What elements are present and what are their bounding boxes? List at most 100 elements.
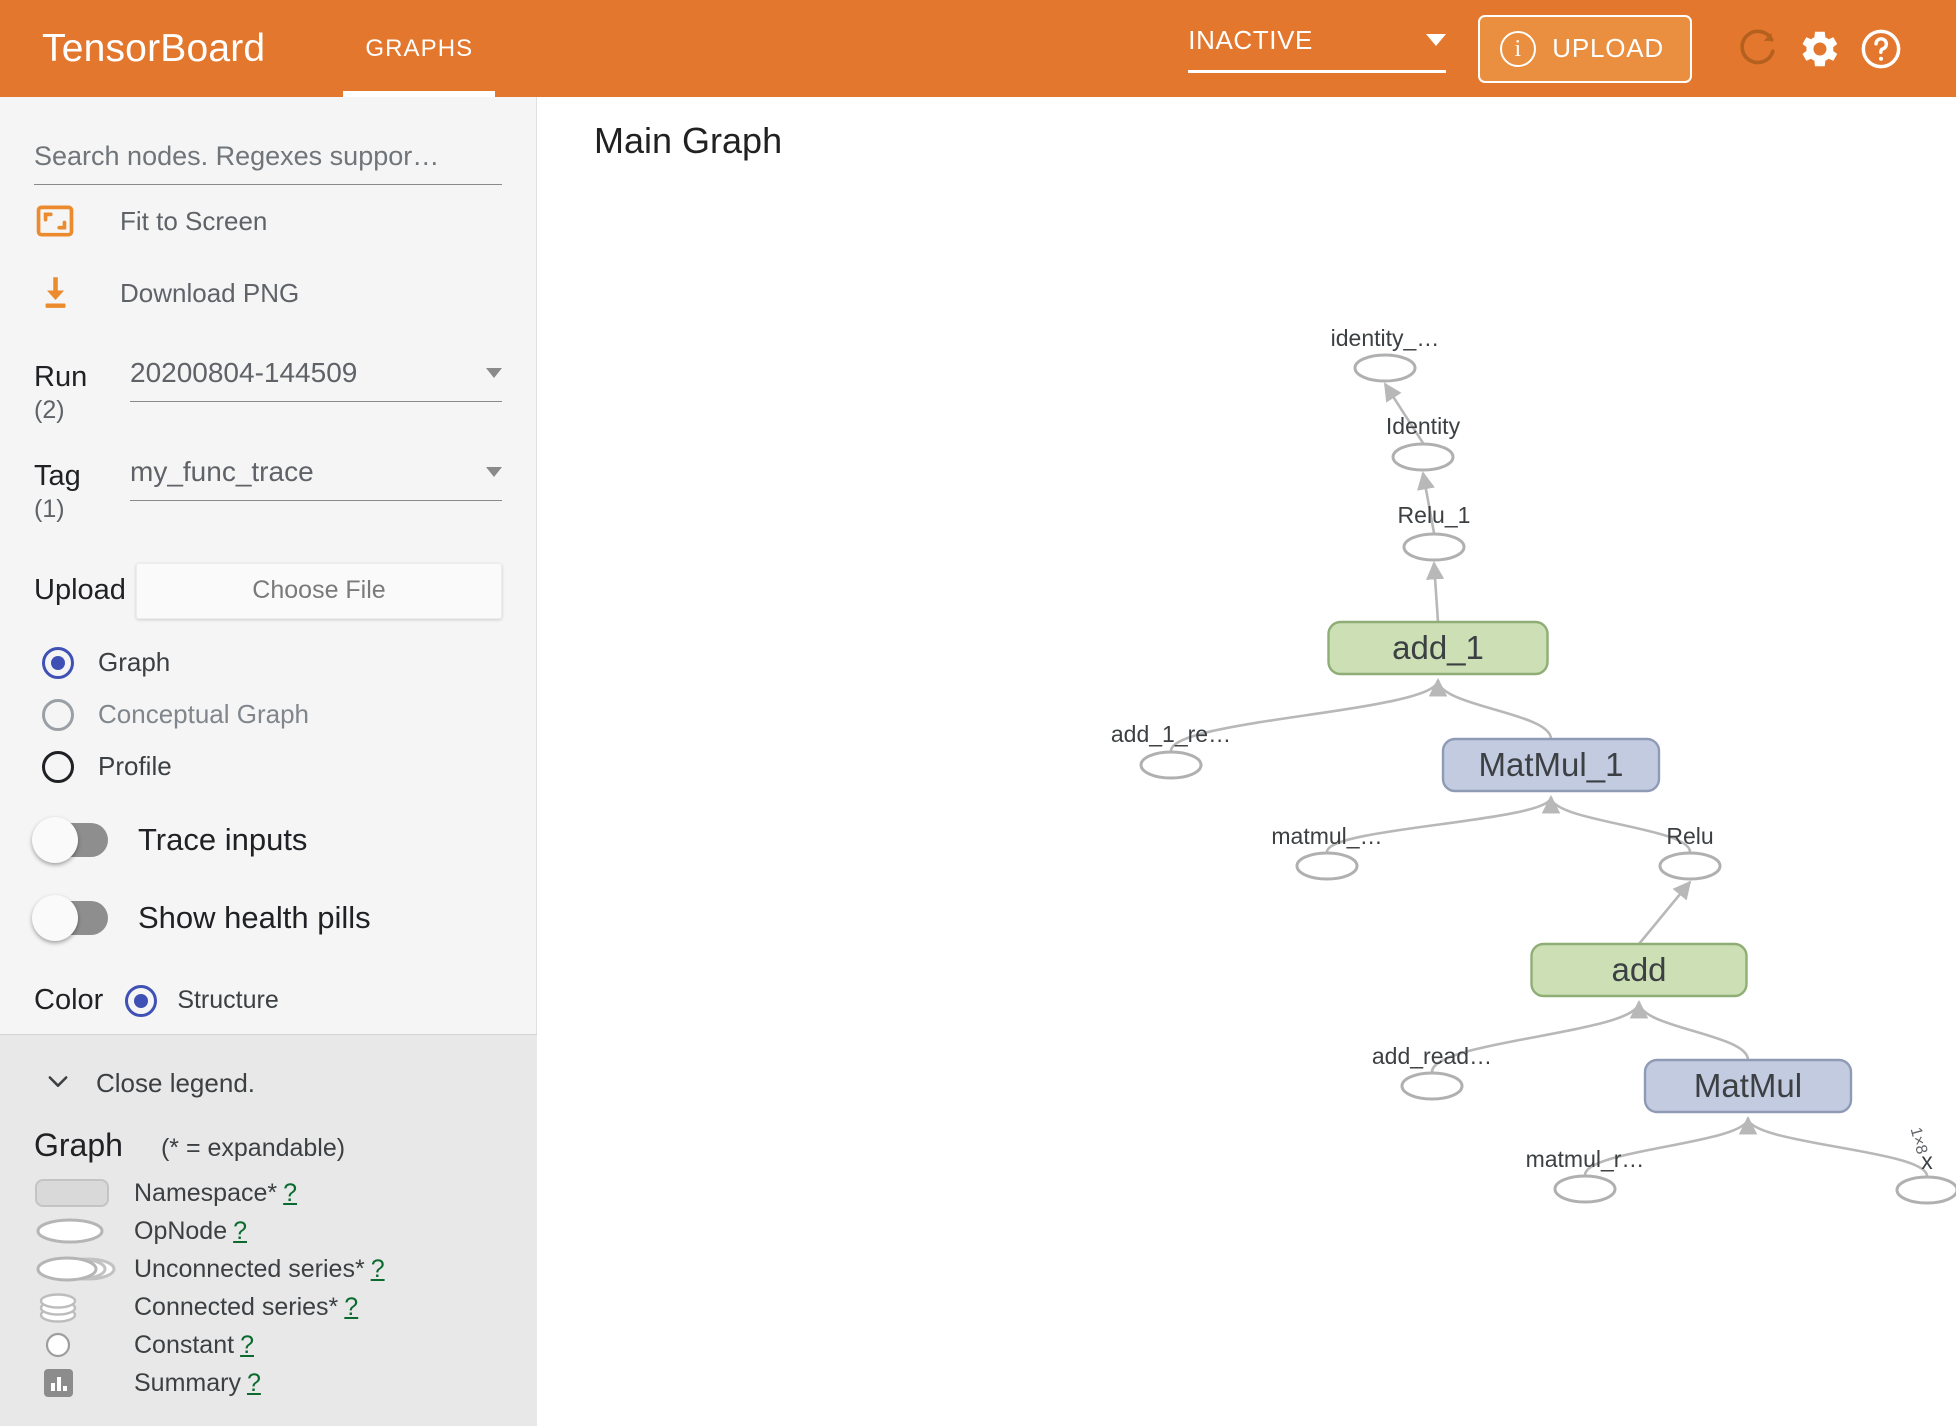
run-status-dropdown[interactable]: INACTIVE — [1188, 24, 1447, 73]
upload-button-label: UPLOAD — [1552, 33, 1664, 63]
graph-edges — [1169, 382, 1929, 1177]
download-png-button[interactable]: Download PNG — [34, 257, 536, 329]
graph-edge — [1430, 1000, 1648, 1073]
svg-text:MatMul: MatMul — [1694, 1067, 1802, 1104]
refresh-icon[interactable] — [1726, 18, 1788, 80]
app-brand: TensorBoard — [42, 26, 266, 70]
summary-shape-icon — [34, 1367, 126, 1399]
connected-series-shape-icon — [34, 1290, 126, 1324]
graph-node-matmul_readvariableop: matmul_… — [1271, 823, 1383, 881]
radio-profile[interactable]: Profile — [42, 741, 536, 793]
graph-edge — [1541, 795, 1692, 853]
legend-item-label: Namespace* — [134, 1178, 278, 1207]
graph-node-MatMul_1: MatMul_1 — [1441, 737, 1661, 793]
chevron-down-icon — [486, 466, 502, 477]
help-icon[interactable] — [1850, 18, 1912, 80]
radio-conceptual-graph[interactable]: Conceptual Graph — [42, 689, 536, 741]
toggle-show-health-pills[interactable]: Show health pills — [32, 879, 536, 957]
graph-edge — [1169, 678, 1447, 752]
download-png-label: Download PNG — [120, 277, 300, 308]
help-link[interactable]: ? — [246, 1368, 261, 1397]
tag-label: Tag — [34, 459, 81, 492]
gear-icon[interactable] — [1788, 18, 1850, 80]
legend-item-connected-series: Connected series*? — [34, 1288, 537, 1326]
graph-type-radio-group: Graph Conceptual Graph Profile — [0, 637, 536, 793]
graph-edge — [1629, 1000, 1750, 1061]
toggle-trace-inputs-label: Trace inputs — [138, 821, 308, 857]
radio-profile-label: Profile — [98, 751, 172, 781]
radio-icon — [42, 646, 74, 679]
svg-text:add_read…: add_read… — [1372, 1043, 1492, 1069]
app-header: TensorBoard GRAPHS INACTIVE i UPLOAD — [0, 0, 1956, 97]
legend-item-unconnected-series: Unconnected series*? — [34, 1250, 537, 1288]
radio-graph[interactable]: Graph — [42, 637, 536, 689]
opnode-shape-icon — [34, 1216, 126, 1246]
svg-text:Identity: Identity — [1386, 413, 1461, 439]
graph-node-add_1_readvariableop: add_1_re… — [1111, 721, 1231, 780]
graph-node-add_1: add_1 — [1327, 620, 1549, 676]
graph-edge — [1383, 382, 1425, 444]
legend-expandable-note: (* = expandable) — [160, 1134, 346, 1162]
help-link[interactable]: ? — [233, 1216, 248, 1245]
legend-item-label: Connected series* — [134, 1292, 339, 1321]
close-legend-button[interactable]: Close legend. — [44, 1057, 537, 1109]
upload-label: Upload — [34, 574, 126, 606]
search-field-wrapper — [34, 141, 502, 185]
fit-to-screen-icon — [34, 200, 92, 242]
svg-text:matmul_…: matmul_… — [1271, 823, 1382, 849]
constant-shape-icon — [34, 1330, 126, 1360]
toggle-trace-inputs[interactable]: Trace inputs — [32, 801, 536, 879]
upload-button[interactable]: i UPLOAD — [1478, 14, 1692, 83]
graph-edge — [1428, 678, 1553, 740]
choose-file-button[interactable]: Choose File — [136, 562, 502, 619]
toggle-switch-icon — [32, 894, 108, 941]
help-link[interactable]: ? — [283, 1178, 298, 1207]
fit-to-screen-label: Fit to Screen — [120, 205, 268, 236]
graph-node-matmul_r: matmul_r… — [1526, 1146, 1645, 1204]
help-link[interactable]: ? — [240, 1330, 254, 1359]
legend-item-summary: Summary? — [34, 1364, 537, 1402]
tab-graphs-label: GRAPHS — [365, 34, 474, 62]
graph-edge — [1637, 880, 1692, 945]
chevron-down-icon — [486, 368, 502, 378]
sidebar: Fit to Screen Download PNG Run (2) 20200… — [0, 97, 537, 1426]
header-tabs: GRAPHS — [343, 0, 496, 97]
toggle-show-health-pills-label: Show health pills — [138, 899, 371, 935]
search-input[interactable] — [34, 141, 502, 185]
graph-edge — [1325, 795, 1560, 853]
close-legend-label: Close legend. — [96, 1067, 255, 1098]
chevron-down-icon — [1426, 34, 1447, 46]
run-label-group: Run (2) — [34, 349, 128, 428]
legend-panel: Close legend. Graph (* = expandable) Nam… — [0, 1034, 537, 1426]
svg-text:matmul_r…: matmul_r… — [1526, 1146, 1645, 1172]
toggle-switch-icon — [32, 816, 108, 863]
svg-text:x: x — [1921, 1148, 1933, 1174]
help-link[interactable]: ? — [370, 1254, 385, 1283]
run-label: Run — [34, 361, 88, 393]
run-status-value: INACTIVE — [1188, 24, 1313, 55]
graph-node-identity_out: identity_… — [1331, 325, 1439, 383]
graph-node-Identity: Identity — [1386, 413, 1461, 472]
legend-item-label: OpNode — [134, 1216, 228, 1245]
tag-label-group: Tag (1) — [34, 448, 128, 527]
help-link[interactable]: ? — [344, 1292, 359, 1321]
svg-text:add_1: add_1 — [1392, 629, 1484, 666]
run-dropdown[interactable]: 20200804-144509 — [130, 349, 502, 402]
radio-graph-label: Graph — [98, 647, 171, 677]
tag-value: my_func_trace — [130, 455, 314, 487]
tag-dropdown[interactable]: my_func_trace — [130, 448, 502, 501]
tag-field: Tag (1) my_func_trace — [34, 448, 502, 527]
graph-node-add_readvariableop: add_read… — [1372, 1043, 1492, 1101]
graph-node-add: add — [1530, 942, 1748, 998]
choose-file-label: Choose File — [252, 576, 386, 604]
radio-icon[interactable] — [125, 984, 158, 1017]
tab-graphs[interactable]: GRAPHS — [343, 0, 496, 97]
svg-text:Relu_1: Relu_1 — [1398, 502, 1471, 528]
fit-to-screen-button[interactable]: Fit to Screen — [34, 185, 536, 257]
upload-field: Upload Choose File — [34, 562, 502, 619]
graph-edge-label: 1×8 — [1907, 1126, 1930, 1157]
unconnected-series-shape-icon — [34, 1254, 126, 1284]
